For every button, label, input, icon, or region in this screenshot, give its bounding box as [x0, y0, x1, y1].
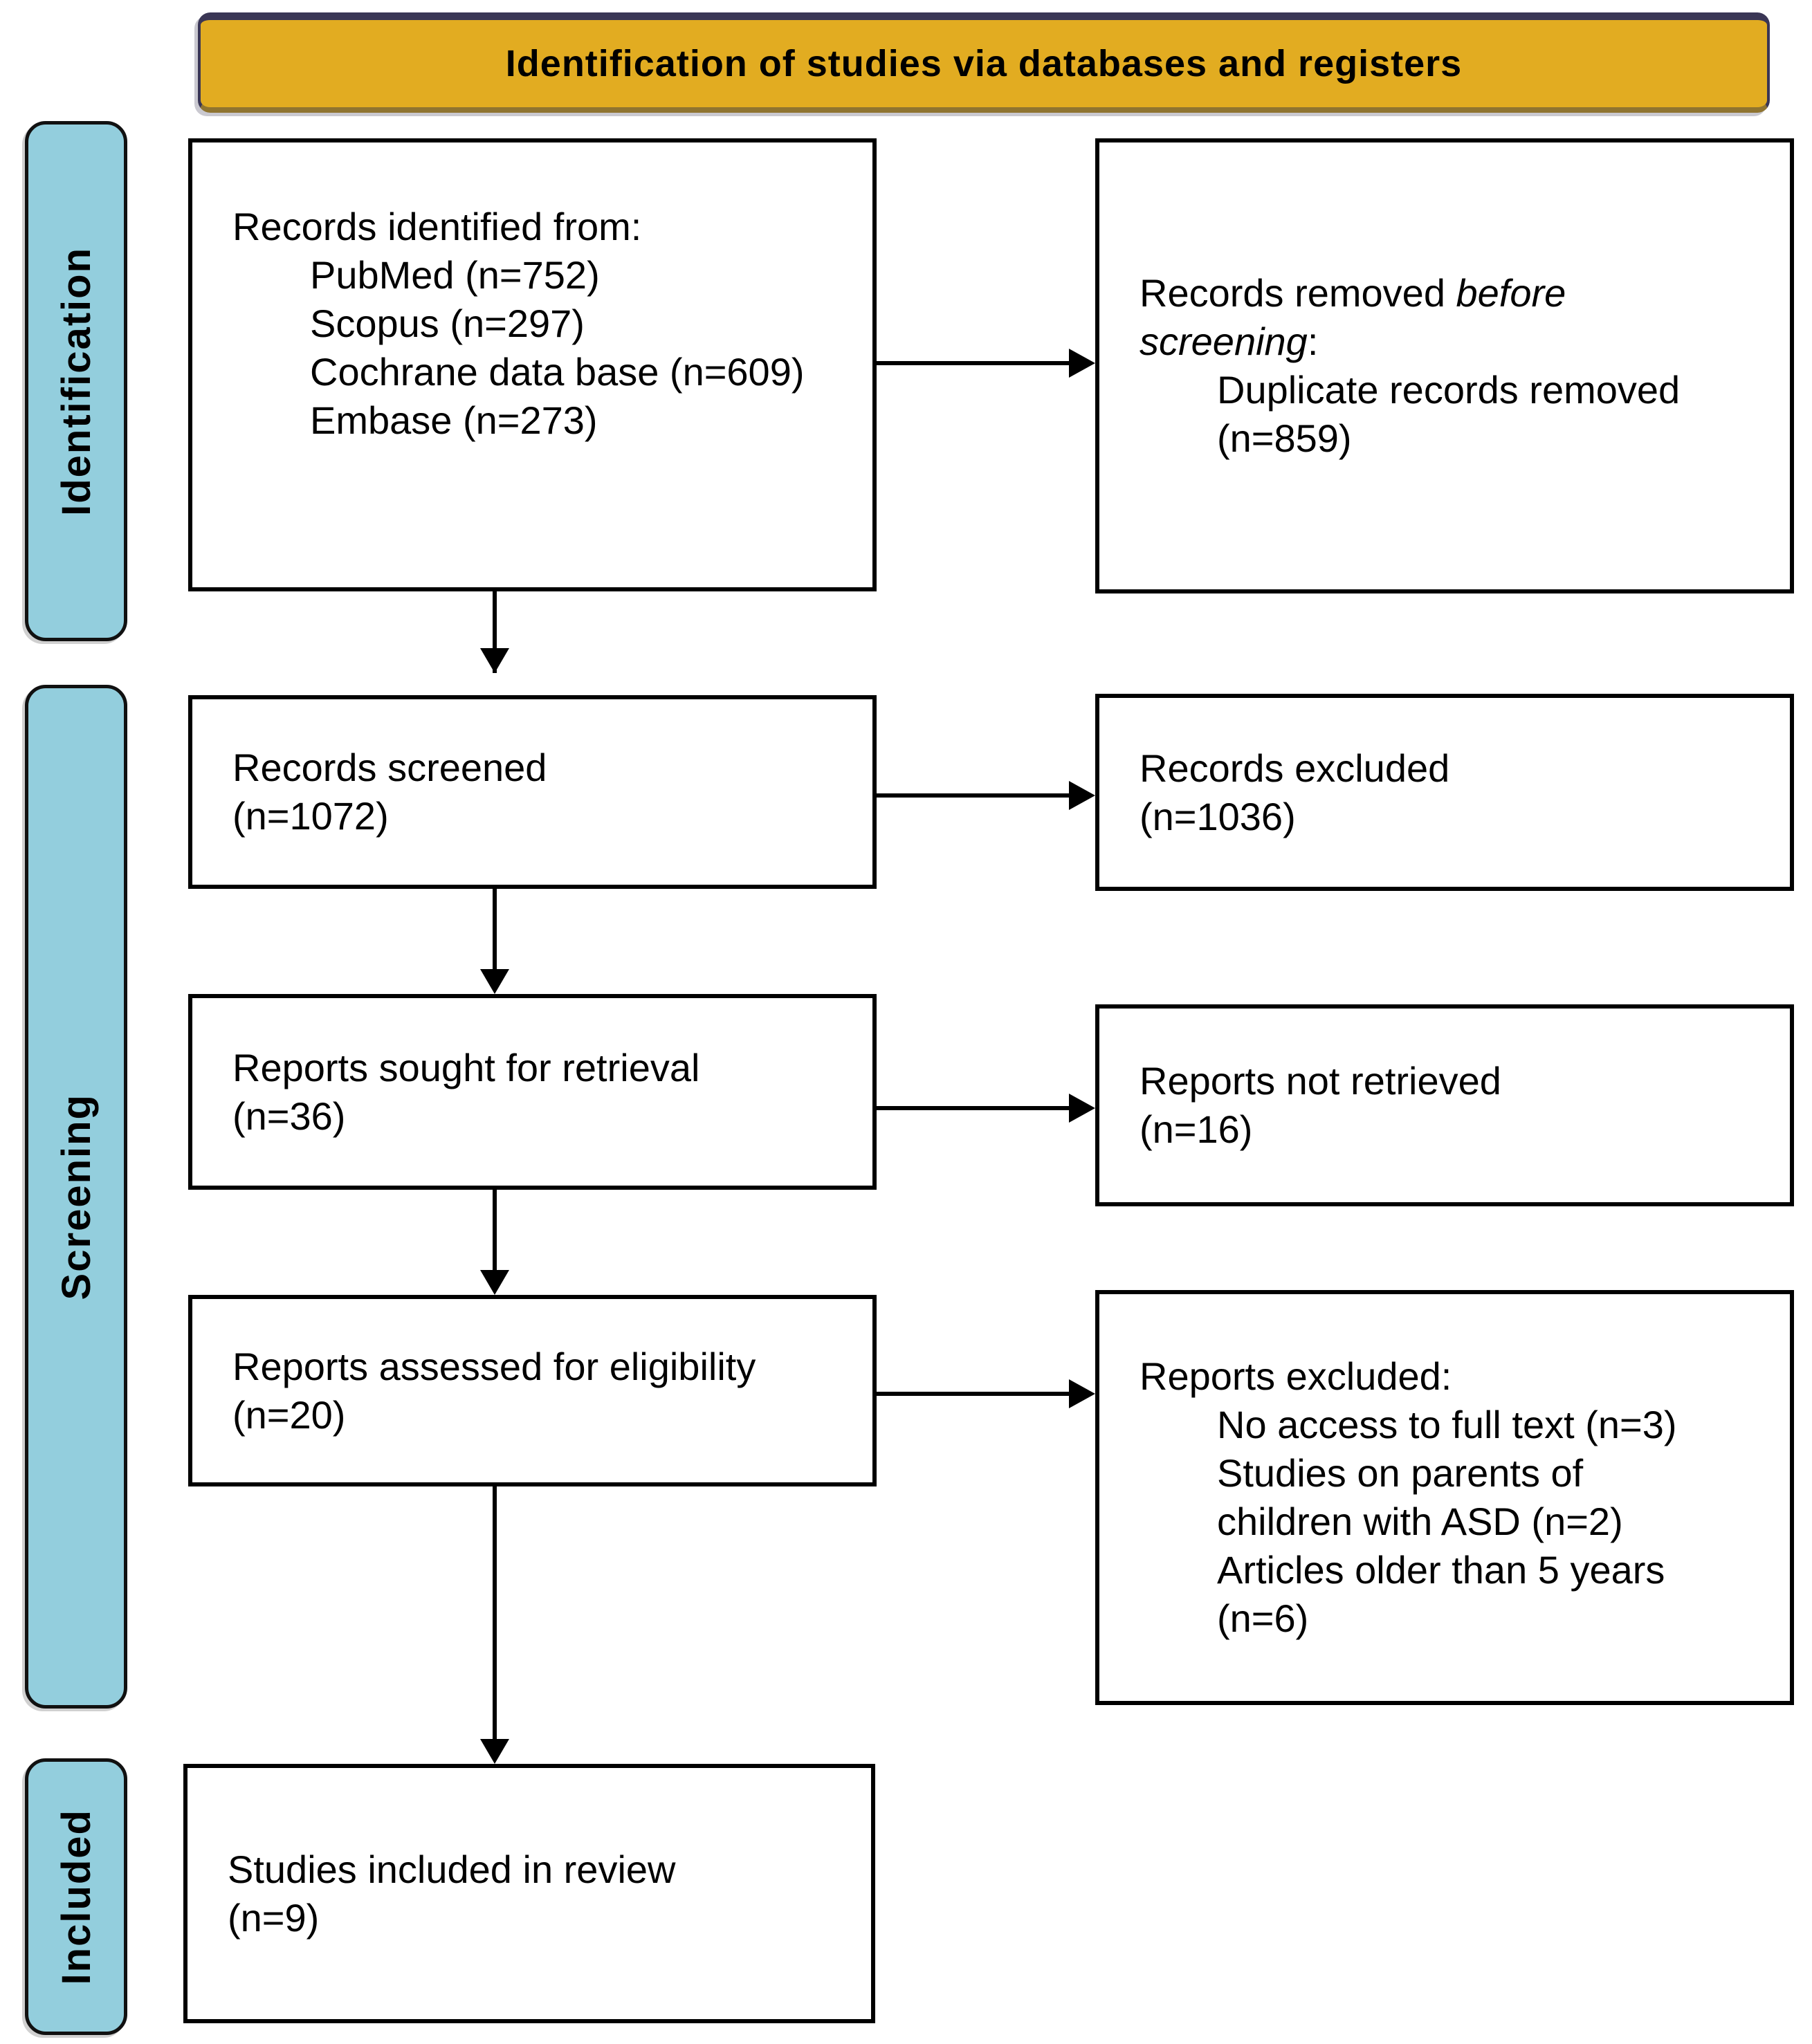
- flow-box-records-excluded-text: Records excluded(n=1036): [1140, 746, 1450, 838]
- stage-label-identification-text: Identification: [53, 246, 99, 516]
- flow-box-reports-sought: Reports sought for retrieval(n=36): [188, 994, 877, 1190]
- flow-box-reports-sought-text: Reports sought for retrieval(n=36): [232, 1045, 700, 1138]
- arrow-right-sought-to-not-retrieved-head-icon: [1069, 1094, 1095, 1123]
- flow-box-records-screened: Records screened(n=1072): [188, 695, 877, 889]
- arrow-right-sought-to-not-retrieved-line: [877, 1106, 1070, 1110]
- flow-box-reports-excluded: Reports excluded:No access to full text …: [1095, 1290, 1794, 1705]
- stage-label-screening: Screening: [25, 685, 127, 1709]
- arrow-down-screened-to-sought-line: [493, 889, 497, 970]
- banner: Identification of studies via databases …: [198, 12, 1770, 113]
- stage-label-screening-text: Screening: [53, 1093, 99, 1300]
- flow-box-reports-not-retrieved: Reports not retrieved(n=16): [1095, 1004, 1794, 1206]
- arrow-right-identified-to-removed-line: [877, 361, 1070, 365]
- arrow-right-identified-to-removed-head-icon: [1069, 349, 1095, 378]
- flow-box-records-screened-text: Records screened(n=1072): [232, 746, 547, 838]
- arrow-down-assessed-to-included-head-icon: [480, 1739, 509, 1764]
- arrow-right-assessed-to-excluded-head-icon: [1069, 1379, 1095, 1408]
- arrow-right-assessed-to-excluded-line: [877, 1392, 1070, 1396]
- flow-box-records-excluded: Records excluded(n=1036): [1095, 694, 1794, 891]
- stage-label-identification: Identification: [25, 121, 127, 641]
- arrow-down-sought-to-assessed-head-icon: [480, 1270, 509, 1295]
- stage-label-included-text: Included: [53, 1808, 99, 1985]
- arrow-down-assessed-to-included-line: [493, 1485, 497, 1742]
- arrow-down-sought-to-assessed-line: [493, 1190, 497, 1271]
- flow-box-records-identified: Records identified from:PubMed (n=752)Sc…: [188, 138, 877, 591]
- flow-box-records-identified-text: Records identified from:PubMed (n=752)Sc…: [232, 204, 805, 442]
- stage-label-included: Included: [25, 1758, 127, 2035]
- arrow-down-identified-to-screened-line: [493, 591, 497, 673]
- banner-title: Identification of studies via databases …: [505, 43, 1463, 84]
- flow-box-reports-not-retrieved-text: Reports not retrieved(n=16): [1140, 1059, 1501, 1151]
- flow-box-reports-assessed-text: Reports assessed for eligibility(n=20): [232, 1344, 756, 1437]
- flow-box-reports-assessed: Reports assessed for eligibility(n=20): [188, 1295, 877, 1486]
- flow-box-reports-excluded-text: Reports excluded:No access to full text …: [1140, 1354, 1677, 1640]
- flow-box-studies-included: Studies included in review(n=9): [183, 1764, 875, 2023]
- arrow-right-screened-to-excluded-head-icon: [1069, 781, 1095, 810]
- arrow-right-screened-to-excluded-line: [877, 793, 1070, 798]
- flow-box-studies-included-text: Studies included in review(n=9): [228, 1847, 676, 1940]
- arrow-down-screened-to-sought-head-icon: [480, 969, 509, 994]
- arrow-down-identified-to-screened-head-icon: [480, 648, 509, 673]
